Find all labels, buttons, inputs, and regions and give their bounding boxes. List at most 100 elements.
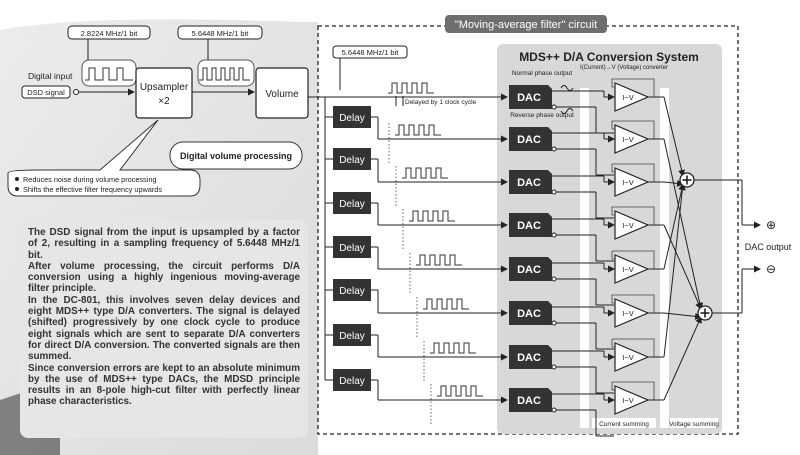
current-summing-label: Current summing bbox=[599, 421, 649, 428]
converter-note: I(Current)→V (Voltage) converter bbox=[580, 65, 668, 71]
signal-pulses bbox=[437, 385, 483, 397]
delay-box bbox=[333, 106, 371, 128]
delay-label: Delay bbox=[339, 376, 365, 387]
reverse-output-node bbox=[551, 104, 557, 110]
delay-box bbox=[333, 192, 371, 214]
delay-7: Delay bbox=[325, 369, 379, 400]
dac-label: DAC bbox=[517, 92, 541, 104]
delay-box bbox=[333, 148, 371, 170]
digital-input-label: Digital input bbox=[28, 71, 73, 81]
description-para-3: In the DC-801, this involves seven delay… bbox=[28, 294, 300, 363]
iv-label: I−V bbox=[622, 221, 633, 230]
dac-row-8: DAC I−V bbox=[378, 381, 664, 437]
dac-box bbox=[509, 345, 552, 369]
delay-label: Delay bbox=[339, 155, 365, 166]
volume-caption: Digital volume processing bbox=[180, 151, 292, 161]
to-minus-sum-6 bbox=[663, 312, 702, 320]
signal-pulses bbox=[388, 82, 434, 94]
signal-pulses bbox=[409, 210, 455, 222]
delay-box bbox=[333, 369, 371, 391]
dac-row-6: DAC I−V bbox=[378, 294, 664, 350]
iv-label: I−V bbox=[622, 265, 633, 274]
dac-label: DAC bbox=[517, 177, 541, 189]
system-title: MDS++ D/A Conversion System bbox=[519, 50, 699, 64]
upsampler-label: Upsampler bbox=[140, 82, 189, 93]
delay-box bbox=[333, 279, 371, 301]
dac-box bbox=[509, 85, 552, 109]
dac-box bbox=[509, 257, 552, 281]
delay-2: Delay bbox=[324, 148, 379, 203]
upsampler-note-bubble bbox=[7, 119, 201, 197]
dsd-signal-label: DSD signal bbox=[27, 88, 65, 97]
delay-label: Delay bbox=[339, 199, 365, 210]
reverse-phase-label: Reverse phase output bbox=[510, 112, 574, 119]
dac-label: DAC bbox=[517, 134, 541, 146]
reverse-output-node bbox=[551, 146, 557, 152]
iv-converter bbox=[614, 298, 650, 328]
dac-box bbox=[509, 301, 552, 325]
bullet-2: Shifts the effective filter frequency up… bbox=[23, 185, 162, 194]
dac-output-label: DAC output bbox=[745, 242, 792, 252]
dac-row-5: DAC I−V bbox=[378, 250, 664, 306]
to-plus-sum-1 bbox=[663, 96, 685, 177]
dac-box bbox=[509, 127, 552, 151]
iv-converter bbox=[614, 254, 650, 284]
iv-feedback bbox=[611, 250, 655, 269]
delay-label: Delay bbox=[339, 113, 365, 124]
iv-feedback bbox=[611, 338, 655, 357]
dac-row-3: DAC I−V bbox=[378, 163, 664, 219]
delay-1: Delay bbox=[324, 106, 379, 159]
upsampler-factor: ×2 bbox=[158, 96, 170, 107]
description-para-4: Since conversion errors are kept to an a… bbox=[28, 362, 300, 408]
delay-box bbox=[333, 324, 371, 346]
voltage-bus-strip bbox=[660, 88, 669, 428]
upsampled-pulses bbox=[199, 67, 250, 81]
freq-input-tag bbox=[67, 25, 151, 40]
current-bus-strip bbox=[580, 88, 589, 428]
reverse-phase-wave bbox=[560, 108, 574, 114]
dac-box bbox=[509, 213, 552, 237]
to-minus-sum-8 bbox=[663, 316, 702, 401]
iv-converter bbox=[614, 82, 650, 112]
reverse-output-node bbox=[551, 407, 557, 413]
iv-converter bbox=[614, 210, 650, 240]
description-para-1: The DSD signal from the input is upsampl… bbox=[28, 227, 300, 261]
voltage-summing-label: Voltage summing bbox=[669, 421, 719, 428]
signal-pulses bbox=[430, 342, 476, 354]
iv-feedback bbox=[611, 381, 655, 400]
upsampler-box bbox=[135, 67, 193, 119]
delay-6: Delay bbox=[324, 324, 379, 380]
description-panel: The DSD signal from the input is upsampl… bbox=[20, 220, 308, 438]
volume-label: Volume bbox=[265, 89, 299, 100]
iv-feedback bbox=[611, 78, 655, 97]
iv-label: I−V bbox=[622, 309, 633, 318]
dac-box bbox=[509, 170, 552, 194]
input-pulse-train bbox=[85, 67, 133, 81]
signal-pulses bbox=[416, 254, 462, 266]
freq-circuit-tag bbox=[332, 45, 408, 59]
delay-5: Delay bbox=[324, 279, 379, 335]
iv-feedback bbox=[611, 163, 655, 182]
reverse-output-node bbox=[551, 189, 557, 195]
dac-label: DAC bbox=[517, 395, 541, 407]
iv-label: I−V bbox=[622, 178, 633, 187]
iv-feedback bbox=[611, 294, 655, 313]
dac-box bbox=[509, 388, 552, 412]
freq-input-label: 2.8224 MHz/1 bit bbox=[81, 29, 139, 38]
iv-label: I−V bbox=[622, 396, 633, 405]
iv-converter bbox=[614, 342, 650, 372]
to-minus-sum-2 bbox=[663, 138, 704, 310]
reverse-output-node bbox=[551, 232, 557, 238]
dac-label: DAC bbox=[517, 264, 541, 276]
dac-label: DAC bbox=[517, 308, 541, 320]
volume-caption-bubble bbox=[169, 141, 303, 170]
delay-label: Delay bbox=[339, 286, 365, 297]
iv-label: I−V bbox=[622, 353, 633, 362]
minus-terminal: ⊖ bbox=[766, 262, 776, 276]
